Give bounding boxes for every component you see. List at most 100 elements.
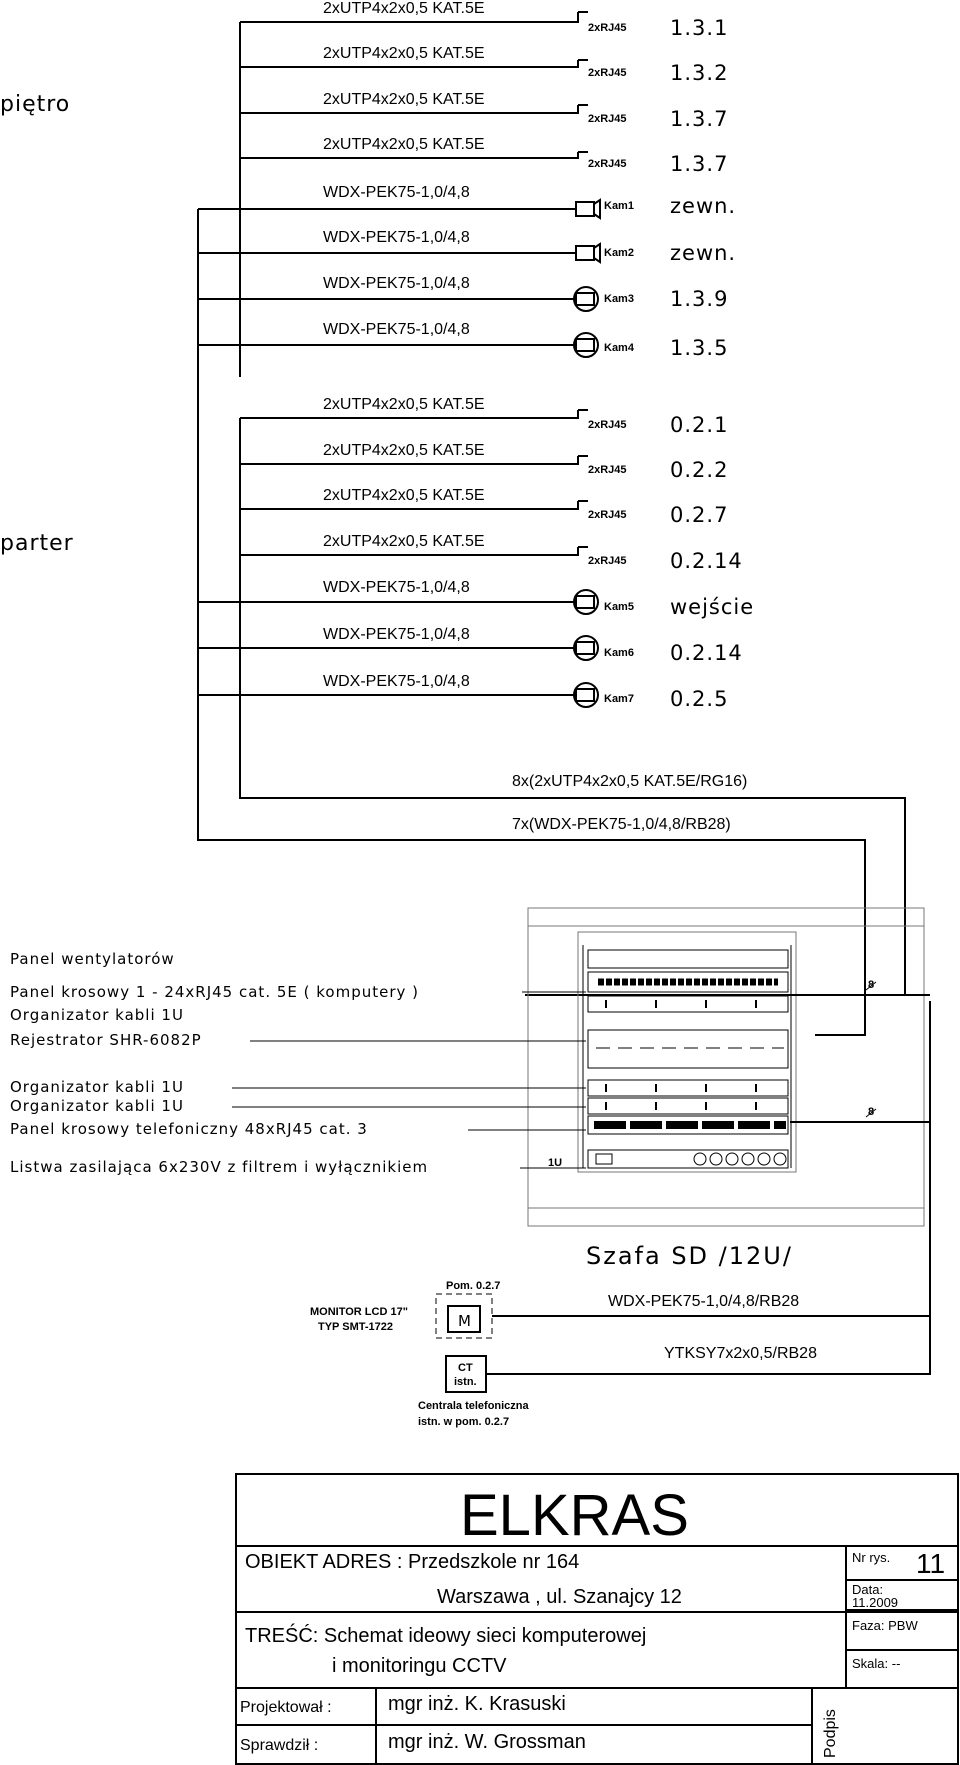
- run: [240, 501, 579, 510]
- connector-label: 2xRJ45: [588, 555, 627, 567]
- patch-panel-1: [587, 971, 789, 993]
- dome-camera-icon: [573, 589, 599, 615]
- room-label: 0.2.1: [670, 413, 728, 437]
- content-label: TREŚĆ: Schemat ideowy sieci komputerowej: [245, 1623, 646, 1647]
- cable-lines: [197, 12, 906, 1036]
- camera-icon: [575, 198, 601, 220]
- upper-row-7: WDX-PEK75-1,0/4,8 Kam3 1.3.9: [323, 275, 728, 311]
- scale: Skala: --: [852, 1656, 900, 1671]
- room-label: 1.3.7: [670, 152, 728, 176]
- upper-row-6: WDX-PEK75-1,0/4,8 Kam2 zewn.: [323, 229, 736, 265]
- cable-label: WDX-PEK75-1,0/4,8: [323, 184, 470, 201]
- date-label: Data:: [852, 1582, 883, 1597]
- dome-camera-icon: [573, 635, 599, 661]
- room-label: 1.3.2: [670, 61, 728, 85]
- power-switch-icon: [595, 1153, 613, 1165]
- run: [240, 410, 579, 419]
- monitor-label-line1: MONITOR LCD 17": [310, 1306, 408, 1318]
- cable-label: 2xUTP4x2x0,5 KAT.5E: [323, 91, 485, 108]
- date-value: 11.2009: [852, 1595, 898, 1610]
- connector-label: Kam3: [604, 293, 634, 305]
- ground-row-5: WDX-PEK75-1,0/4,8 Kam5 wejście: [323, 579, 754, 619]
- room-label: 0.2.7: [670, 503, 728, 527]
- rack-title: Szafa SD /12U/: [586, 1242, 793, 1270]
- floor-label-upper: piętro: [0, 92, 70, 117]
- cable-label: 2xUTP4x2x0,5 KAT.5E: [323, 533, 485, 550]
- ground-row-2: 2xUTP4x2x0,5 KAT.5E 2xRJ45 0.2.2: [323, 442, 728, 482]
- component-label: Listwa zasilająca 6x230V z filtrem i wył…: [10, 1158, 428, 1176]
- upper-row-4: 2xUTP4x2x0,5 KAT.5E 2xRJ45 1.3.7: [323, 136, 728, 176]
- pbx-symbol-line1: CT: [458, 1362, 473, 1374]
- utp-trunk-line: [239, 418, 906, 996]
- cable-label: WDX-PEK75-1,0/4,8: [323, 673, 470, 690]
- pbx-phone-line: [486, 1127, 931, 1375]
- cable-label: WDX-PEK75-1,0/4,8: [323, 626, 470, 643]
- cable-label: WDX-PEK75-1,0/4,8: [323, 229, 470, 246]
- object-address: Warszawa , ul. Szanajcy 12: [437, 1586, 682, 1608]
- cable-label: WDX-PEK75-1,0/4,8: [323, 321, 470, 338]
- connector-label: 2xRJ45: [588, 22, 627, 34]
- camera-icons: [573, 198, 601, 708]
- connector-label: 2xRJ45: [588, 67, 627, 79]
- cable-organizer-1: [587, 995, 789, 1013]
- designer-name: mgr inż. K. Krasuski: [388, 1693, 566, 1715]
- room-label: zewn.: [670, 241, 736, 265]
- camera-icon: [575, 242, 601, 264]
- component-label: Organizator kabli 1U: [10, 1006, 184, 1024]
- checker-name: mgr inż. W. Grossman: [388, 1731, 586, 1753]
- dome-camera-icon: [573, 682, 599, 708]
- connector-label: Kam4: [604, 342, 635, 354]
- rack-component-labels: Panel wentylatorów Panel krosowy 1 - 24x…: [10, 950, 428, 1176]
- connector-label: 2xRJ45: [588, 158, 627, 170]
- component-label: Rejestrator SHR-6082P: [10, 1031, 202, 1049]
- title-block: ELKRAS OBIEKT ADRES : Przedszkole nr 164…: [235, 1473, 959, 1765]
- content-line2: i monitoringu CCTV: [332, 1655, 507, 1677]
- monitor-room-label: Pom. 0.2.7: [446, 1280, 500, 1292]
- cable-label: 2xUTP4x2x0,5 KAT.5E: [323, 487, 485, 504]
- room-label: 0.2.14: [670, 641, 743, 665]
- object-label: OBIEKT ADRES : Przedszkole nr 164: [245, 1551, 579, 1573]
- cable-count-2: 8: [868, 1106, 874, 1118]
- rack-leader-lines: [232, 991, 586, 1169]
- component-label: Organizator kabli 1U: [10, 1078, 184, 1096]
- utp-trunk-label: 8x(2xUTP4x2x0,5 KAT.5E/RG16): [512, 773, 747, 790]
- rack-1u-label: 1U: [548, 1157, 562, 1169]
- drawing-no-label: Nr rys.: [852, 1550, 890, 1565]
- connector-label: 2xRJ45: [588, 113, 627, 125]
- run: [240, 60, 579, 68]
- rack-cabinet: [527, 907, 925, 1227]
- run: [240, 12, 579, 23]
- coax-trunk-label: 7x(WDX-PEK75-1,0/4,8/RB28): [512, 816, 731, 833]
- rack-frame: [577, 931, 797, 1173]
- room-label: 1.3.9: [670, 287, 728, 311]
- connector-label: 2xRJ45: [588, 419, 627, 431]
- ground-row-1: 2xUTP4x2x0,5 KAT.5E 2xRJ45 0.2.1: [323, 396, 728, 437]
- power-strip: [587, 1149, 789, 1169]
- run: [240, 105, 579, 114]
- connector-label: Kam7: [604, 693, 634, 705]
- coax-trunk-line: [197, 209, 866, 1036]
- room-label: 1.3.7: [670, 107, 728, 131]
- run: [240, 547, 579, 556]
- room-label: zewn.: [670, 194, 736, 218]
- component-label: Panel krosowy telefoniczny 48xRJ45 cat. …: [10, 1120, 368, 1138]
- cable-label: 2xUTP4x2x0,5 KAT.5E: [323, 45, 485, 62]
- upper-row-5: WDX-PEK75-1,0/4,8 Kam1 zewn.: [323, 184, 736, 218]
- upper-row-1: 2xUTP4x2x0,5 KAT.5E 2xRJ45 1.3.1: [323, 0, 727, 40]
- room-label: wejście: [670, 595, 754, 619]
- room-label: 0.2.2: [670, 458, 728, 482]
- upper-floor-rows: 2xUTP4x2x0,5 KAT.5E 2xRJ45 1.3.1 2xUTP4x…: [323, 0, 736, 360]
- phase: Faza: PBW: [852, 1618, 918, 1633]
- room-label: 0.2.14: [670, 549, 743, 573]
- upper-row-3: 2xUTP4x2x0,5 KAT.5E 2xRJ45 1.3.7: [323, 91, 728, 131]
- fan-panel: [587, 949, 789, 969]
- cable-organizer-2: [587, 1079, 789, 1097]
- bottom-phone-label: YTKSY7x2x0,5/RB28: [664, 1345, 817, 1362]
- connector-label: Kam6: [604, 647, 634, 659]
- upper-row-2: 2xUTP4x2x0,5 KAT.5E 2xRJ45 1.3.2: [323, 45, 728, 85]
- designed-label: Projektował :: [240, 1699, 332, 1716]
- room-label: 0.2.5: [670, 687, 728, 711]
- signature-label: Podpis: [822, 1709, 839, 1758]
- floor-label-ground: parter: [0, 531, 74, 556]
